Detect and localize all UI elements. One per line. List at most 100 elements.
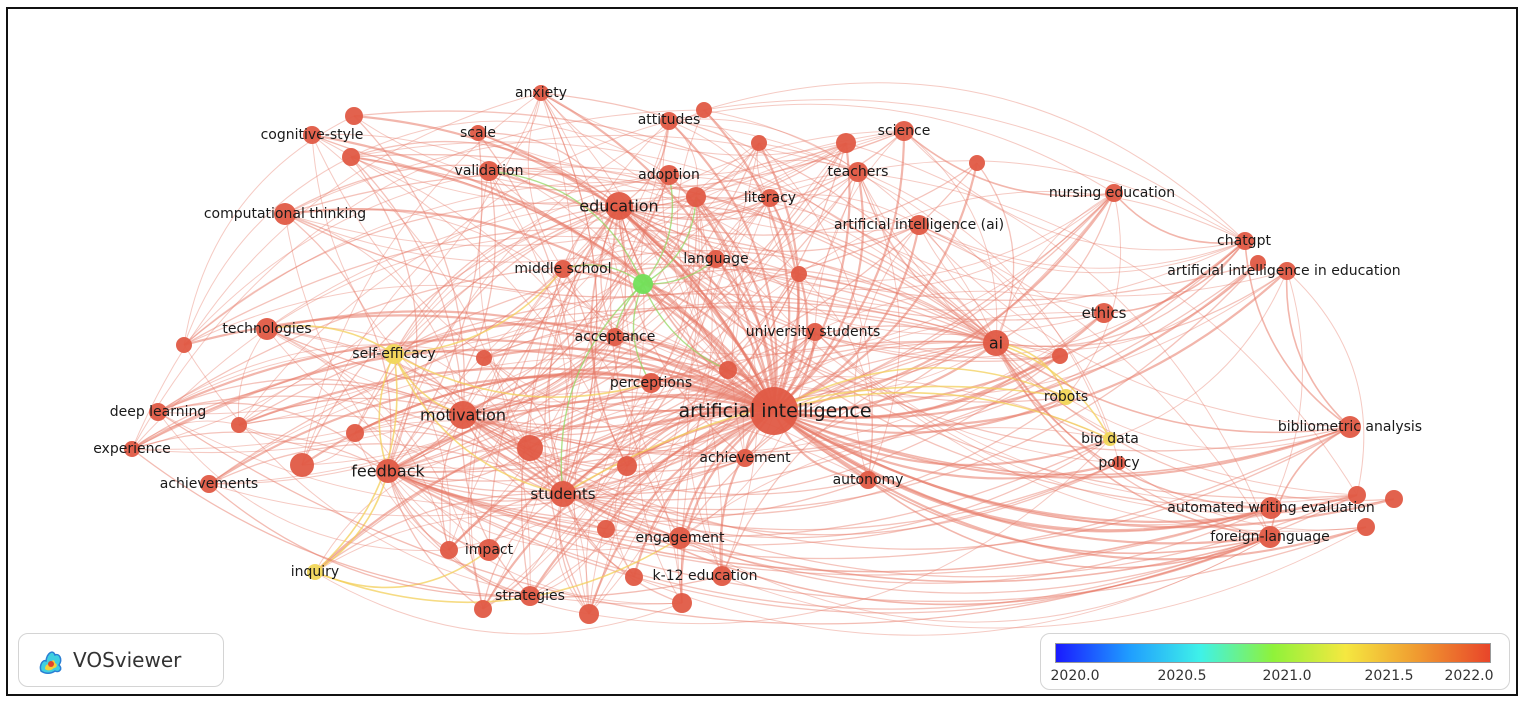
network-node[interactable] (345, 107, 363, 125)
label-literacy[interactable]: literacy (744, 190, 796, 206)
label-cognitive-style[interactable]: cognitive-style (261, 127, 364, 143)
node-artificial-intelligence-in-education[interactable] (1278, 262, 1296, 280)
node-experience[interactable] (124, 441, 140, 457)
label-policy[interactable]: policy (1098, 455, 1139, 471)
network-node[interactable] (1250, 255, 1266, 271)
label-impact[interactable]: impact (465, 542, 514, 558)
label-nursing-education[interactable]: nursing education (1049, 185, 1175, 201)
network-node[interactable] (1348, 486, 1366, 504)
network-node[interactable] (751, 135, 767, 151)
label-ai[interactable]: ai (989, 334, 1003, 353)
label-feedback[interactable]: feedback (351, 462, 425, 481)
network-node[interactable] (1357, 518, 1375, 536)
node-perceptions[interactable] (641, 373, 661, 393)
node-engagement[interactable] (669, 527, 691, 549)
node-big-data[interactable] (1103, 432, 1117, 446)
label-achievement[interactable]: achievement (699, 450, 791, 466)
label-perceptions[interactable]: perceptions (610, 375, 692, 391)
network-node[interactable] (672, 593, 692, 613)
network-node[interactable] (633, 274, 653, 294)
label-automated-writing-evaluation[interactable]: automated writing evaluation (1167, 500, 1374, 516)
network-node[interactable] (440, 541, 458, 559)
label-computational-thinking[interactable]: computational thinking (204, 206, 366, 222)
network-node[interactable] (346, 424, 364, 442)
network-node[interactable] (176, 337, 192, 353)
label-deep-learning[interactable]: deep learning (110, 404, 207, 420)
label-big-data[interactable]: big data (1081, 431, 1139, 447)
label-science[interactable]: science (878, 123, 931, 139)
label-bibliometric-analysis[interactable]: bibliometric analysis (1278, 419, 1422, 435)
node-bibliometric-analysis[interactable] (1339, 416, 1361, 438)
network-node[interactable] (1385, 490, 1403, 508)
network-node[interactable] (290, 453, 314, 477)
node-self-efficacy[interactable] (384, 344, 404, 364)
network-node[interactable] (1052, 348, 1068, 364)
label-university-students[interactable]: university students (746, 324, 881, 340)
label-self-efficacy[interactable]: self-efficacy (352, 346, 435, 362)
network-node[interactable] (617, 456, 637, 476)
network-node[interactable] (625, 568, 643, 586)
network-node[interactable] (597, 520, 615, 538)
node-inquiry[interactable] (307, 564, 323, 580)
label-artificial-intelligence-ai[interactable]: artificial intelligence (ai) (834, 217, 1004, 233)
label-autonomy[interactable]: autonomy (833, 472, 904, 488)
label-chatgpt[interactable]: chatgpt (1217, 233, 1271, 249)
network-node[interactable] (696, 102, 712, 118)
node-foreign-language[interactable] (1259, 526, 1281, 548)
label-motivation[interactable]: motivation (420, 406, 506, 425)
node-policy[interactable] (1112, 456, 1126, 470)
node-cognitive-style[interactable] (303, 126, 321, 144)
label-artificial-intelligence-in-education[interactable]: artificial intelligence in education (1167, 263, 1400, 279)
node-motivation[interactable] (449, 401, 477, 429)
label-artificial-intelligence[interactable]: artificial intelligence (678, 400, 871, 422)
node-technologies[interactable] (256, 318, 278, 340)
node-literacy[interactable] (761, 189, 779, 207)
node-scale[interactable] (470, 125, 486, 141)
label-engagement[interactable]: engagement (635, 530, 725, 546)
network-node[interactable] (342, 148, 360, 166)
node-achievement[interactable] (736, 449, 754, 467)
node-computational-thinking[interactable] (274, 203, 296, 225)
network-node[interactable] (791, 266, 807, 282)
label-achievements[interactable]: achievements (160, 476, 258, 492)
label-scale[interactable]: scale (460, 125, 496, 141)
label-technologies[interactable]: technologies (222, 321, 311, 337)
label-anxiety[interactable]: anxiety (515, 85, 567, 101)
network-node[interactable] (517, 435, 543, 461)
label-students[interactable]: students (530, 485, 595, 503)
network-node[interactable] (719, 361, 737, 379)
network-node[interactable] (474, 600, 492, 618)
node-achievements[interactable] (200, 475, 218, 493)
node-feedback[interactable] (376, 459, 400, 483)
label-robots[interactable]: robots (1044, 389, 1088, 405)
node-robots[interactable] (1058, 389, 1074, 405)
node-acceptance[interactable] (606, 328, 624, 346)
label-ethics[interactable]: ethics (1082, 304, 1127, 322)
label-validation[interactable]: validation (455, 163, 524, 179)
node-automated-writing-evaluation[interactable] (1260, 497, 1282, 519)
node-adoption[interactable] (659, 165, 679, 185)
node-autonomy[interactable] (859, 471, 877, 489)
node-students[interactable] (550, 481, 576, 507)
label-k12-education[interactable]: k-12 education (653, 568, 758, 584)
network-node[interactable] (836, 133, 856, 153)
node-language[interactable] (707, 250, 725, 268)
node-science[interactable] (894, 121, 914, 141)
label-experience[interactable]: experience (93, 441, 171, 457)
node-ai[interactable] (983, 330, 1009, 356)
label-foreign-language[interactable]: foreign-language (1210, 529, 1329, 545)
label-attitudes[interactable]: attitudes (638, 112, 701, 128)
network-node[interactable] (231, 417, 247, 433)
network-node[interactable] (579, 604, 599, 624)
label-strategies[interactable]: strategies (495, 588, 565, 604)
node-anxiety[interactable] (533, 85, 549, 101)
node-university-students[interactable] (806, 323, 824, 341)
node-deep-learning[interactable] (149, 403, 167, 421)
label-middle-school[interactable]: middle school (514, 261, 611, 277)
node-education[interactable] (605, 192, 633, 220)
node-artificial-intelligence-ai[interactable] (909, 215, 929, 235)
node-middle-school[interactable] (554, 260, 572, 278)
node-impact[interactable] (478, 539, 500, 561)
node-chatgpt[interactable] (1236, 232, 1254, 250)
node-nursing-education[interactable] (1105, 184, 1123, 202)
